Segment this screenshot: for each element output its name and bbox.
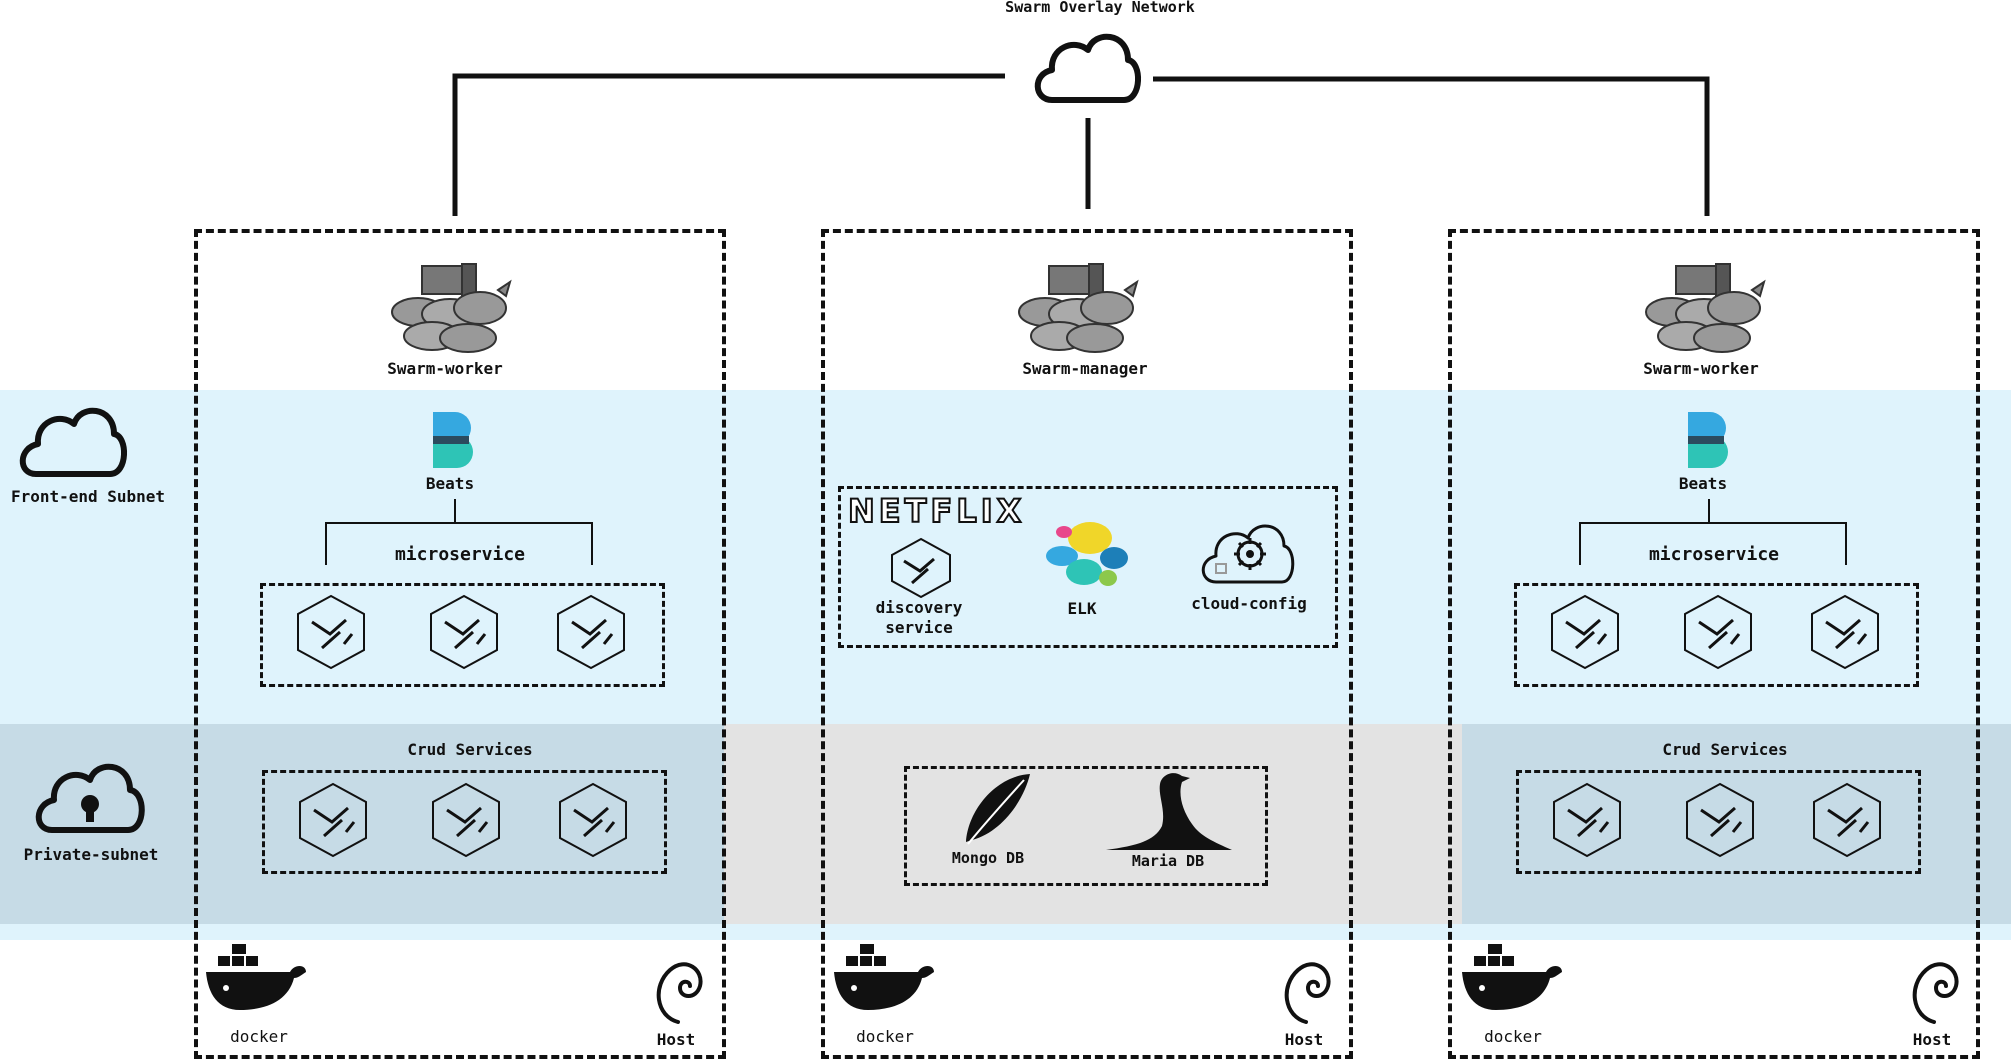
debian-swirl-icon: [1912, 962, 1959, 1024]
swarm-manager-node: [821, 229, 1353, 1059]
swarm-worker-node-left: [194, 229, 726, 1059]
beats-label: Beats: [1678, 474, 1728, 493]
debian-swirl-icon: [656, 962, 703, 1024]
cloud-lock-icon: [35, 763, 145, 833]
maria-db-label: Maria DB: [1131, 852, 1205, 870]
elk-icon: [1046, 522, 1128, 586]
microservice-cube-icon: [430, 594, 498, 670]
host-label: Host: [1284, 1030, 1324, 1049]
mongo-db-label: Mongo DB: [951, 849, 1025, 867]
microservice-label: microservice: [1624, 544, 1804, 565]
network-title: Swarm Overlay Network: [1005, 0, 1195, 16]
swarm-whales-icon: [1645, 263, 1766, 353]
microservice-group: [1514, 583, 1919, 687]
microservice-label: microservice: [370, 544, 550, 565]
host-label: Host: [656, 1030, 696, 1049]
docker-label: docker: [856, 1027, 914, 1046]
cloud-config-label: cloud-config: [1191, 594, 1307, 613]
microservice-cube-icon: [1811, 594, 1879, 670]
docker-label: docker: [230, 1027, 288, 1046]
node-role-label: Swarm-worker: [387, 359, 503, 378]
node-role-label: Swarm-manager: [1022, 359, 1148, 378]
database-band: [724, 724, 1462, 924]
microservice-cube-icon: [1813, 782, 1881, 858]
crud-services-label: Crud Services: [1662, 740, 1788, 759]
swarm-whales-icon: [391, 263, 512, 353]
overlay-network-lines: [452, 73, 1710, 216]
database-group: [904, 766, 1268, 886]
microservice-cube-icon: [299, 782, 367, 858]
debian-swirl-icon: [1284, 962, 1331, 1024]
beats-icon: [1688, 412, 1728, 468]
feather-icon: [966, 774, 1030, 845]
microservice-cube-icon: [297, 594, 365, 670]
microservice-cube-icon: [1551, 594, 1619, 670]
microservice-connector: [325, 499, 593, 565]
microservice-cube-icon: [559, 782, 627, 858]
netflix-logo: NETFLIX: [847, 491, 1026, 531]
crud-services-group: [262, 770, 667, 874]
beats-label: Beats: [425, 474, 475, 493]
crud-services-label: Crud Services: [407, 740, 533, 759]
microservice-cube-icon: [1684, 594, 1752, 670]
sea-lion-icon: [1106, 773, 1232, 850]
swarm-worker-node-right: [1448, 229, 1980, 1059]
node-role-label: Swarm-worker: [1643, 359, 1759, 378]
microservice-cube-icon: [557, 594, 625, 670]
cloud-icon: [1034, 33, 1142, 103]
discovery-service-label: discovery service: [875, 598, 963, 637]
docker-icon: [1462, 944, 1562, 1010]
private-subnet-label: Private-subnet: [23, 845, 159, 864]
microservice-cube-icon: [432, 782, 500, 858]
microservice-cube-icon: [1686, 782, 1754, 858]
host-label: Host: [1912, 1030, 1952, 1049]
docker-icon: [834, 944, 934, 1010]
crud-services-group: [1516, 770, 1921, 874]
swarm-whales-icon: [1018, 263, 1139, 353]
docker-label: docker: [1484, 1027, 1542, 1046]
microservice-group: [260, 583, 665, 687]
microservice-cube-icon: [891, 537, 951, 599]
cloud-gear-icon: [1201, 524, 1295, 584]
microservice-connector: [1579, 499, 1847, 565]
docker-icon: [206, 944, 306, 1010]
cloud-icon: [19, 407, 128, 477]
services-group: [838, 486, 1338, 648]
front-end-subnet-label: Front-end Subnet: [10, 487, 166, 506]
beats-icon: [433, 412, 473, 468]
elk-label: ELK: [1067, 599, 1097, 618]
microservice-cube-icon: [1553, 782, 1621, 858]
